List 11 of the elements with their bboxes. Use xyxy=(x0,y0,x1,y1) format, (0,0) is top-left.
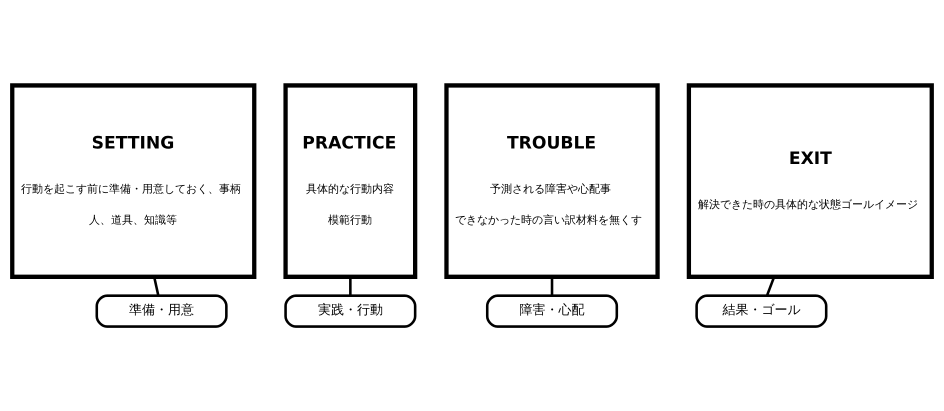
connector xyxy=(152,276,160,296)
node-box: EXIT 解決できた時の具体的な状態ゴールイメージ xyxy=(686,82,934,278)
node-box: 準備・用意 xyxy=(96,294,228,328)
node-box: PRACTICE 具体的な行動内容 模範行動 xyxy=(283,82,418,278)
node-box: 障害・心配 xyxy=(486,294,618,328)
connector xyxy=(550,276,554,296)
node-box: 結果・ゴール xyxy=(695,294,828,328)
node-box: SETTING 行動を起こす前に準備・用意しておく、事柄 人、道具、知識等 xyxy=(10,82,256,278)
node-box: 実践・行動 xyxy=(284,294,416,328)
node-box: TROUBLE 予測される障害や心配事 できなかった時の言い訳材料を無くす xyxy=(444,82,660,278)
connector xyxy=(349,276,352,296)
